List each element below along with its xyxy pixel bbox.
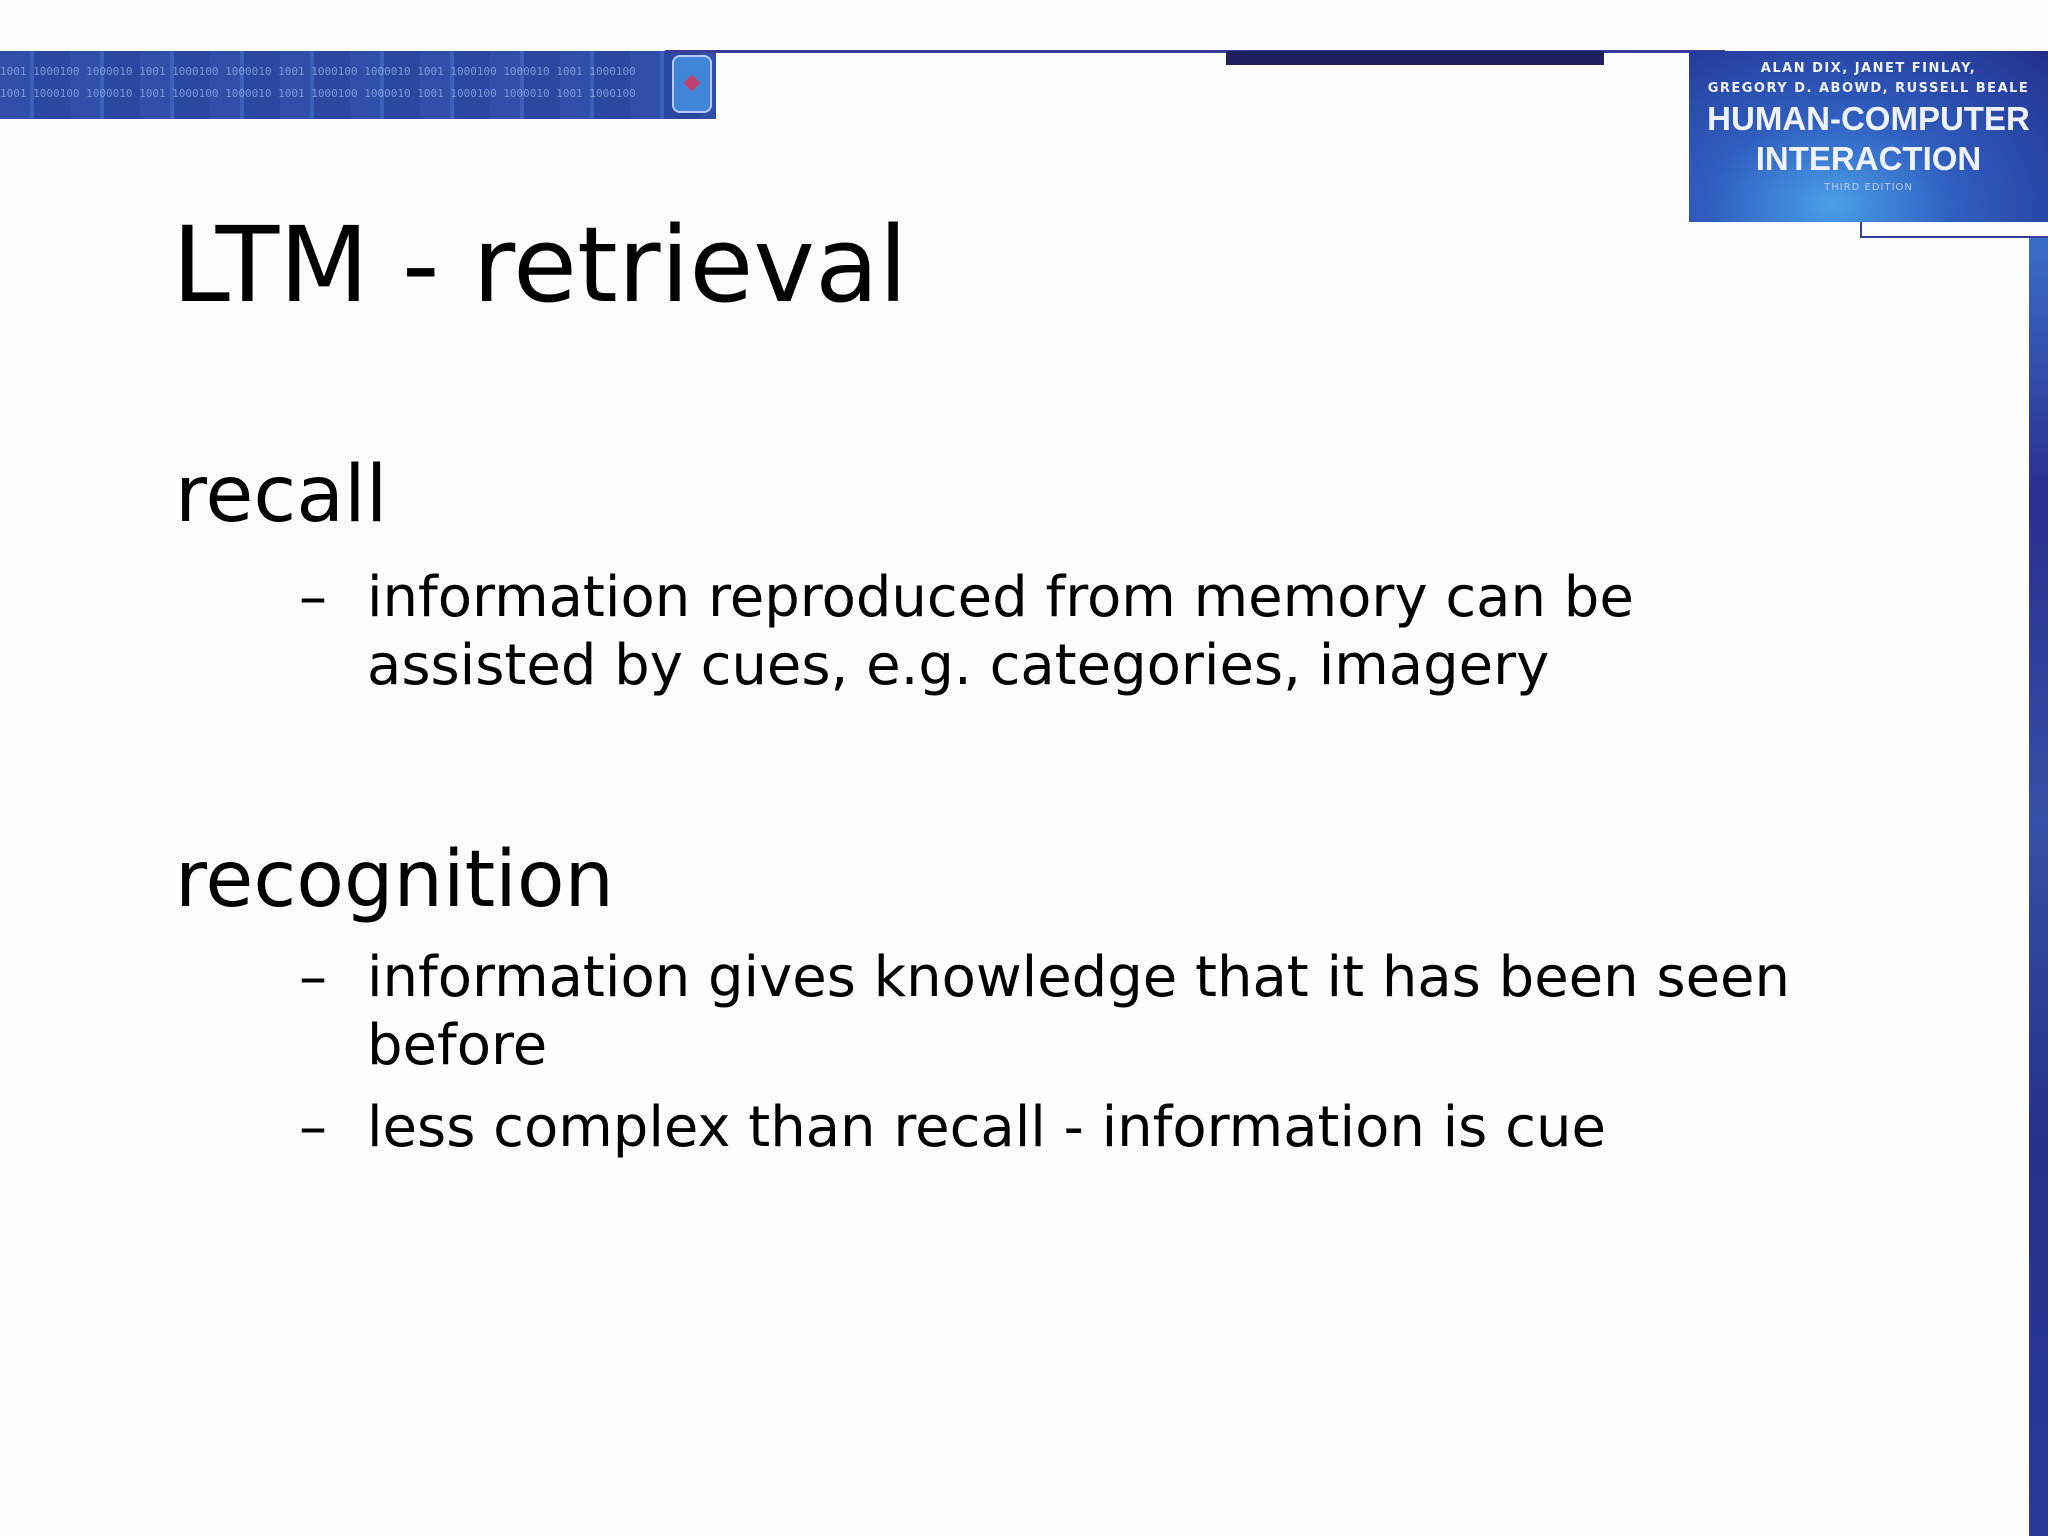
bullet-item: – information reproduced from memory can… — [299, 564, 1842, 700]
book-cover-logo: ALAN DIX, JANET FINLAY, GREGORY D. ABOWD… — [1689, 51, 2048, 222]
binary-row: 1001 1000100 1000010 1001 1000100 100001… — [0, 65, 636, 78]
cover-frame — [1860, 222, 2048, 238]
slide-title: LTM - retrieval — [172, 204, 908, 326]
dash-marker: – — [299, 565, 327, 630]
bullet-text: information reproduced from memory can b… — [367, 565, 1634, 698]
top-divider — [665, 50, 1725, 53]
cover-edition: THIRD EDITION — [1824, 182, 1913, 193]
binary-pattern: 1001 1000100 1000010 1001 1000100 100001… — [0, 61, 660, 111]
bullet-text: information gives knowledge that it has … — [367, 945, 1790, 1078]
dark-accent-bar — [1226, 51, 1604, 65]
binary-row: 1001 1000100 1000010 1001 1000100 100001… — [0, 87, 636, 100]
cover-title: HUMAN-COMPUTER INTERACTION — [1689, 99, 2048, 179]
heading-recognition: recognition — [175, 835, 614, 925]
heading-recall: recall — [175, 450, 388, 540]
dash-marker: – — [299, 1095, 327, 1160]
emblem-icon — [672, 55, 712, 113]
authors-line-2: GREGORY D. ABOWD, RUSSELL BEALE — [1707, 81, 2030, 96]
header-banner: 1001 1000100 1000010 1001 1000100 100001… — [0, 51, 716, 119]
dash-marker: – — [299, 945, 327, 1010]
right-decor-strip — [2029, 238, 2048, 1536]
cover-title-line-2: INTERACTION — [1755, 140, 1982, 177]
cover-title-line-1: HUMAN-COMPUTER — [1707, 100, 2030, 137]
cover-authors: ALAN DIX, JANET FINLAY, GREGORY D. ABOWD… — [1689, 59, 2048, 99]
bullet-item: – less complex than recall - information… — [299, 1094, 1842, 1162]
bullet-item: – information gives knowledge that it ha… — [299, 944, 1842, 1080]
authors-line-1: ALAN DIX, JANET FINLAY, — [1760, 61, 1977, 76]
bullet-text: less complex than recall - information i… — [367, 1095, 1606, 1160]
